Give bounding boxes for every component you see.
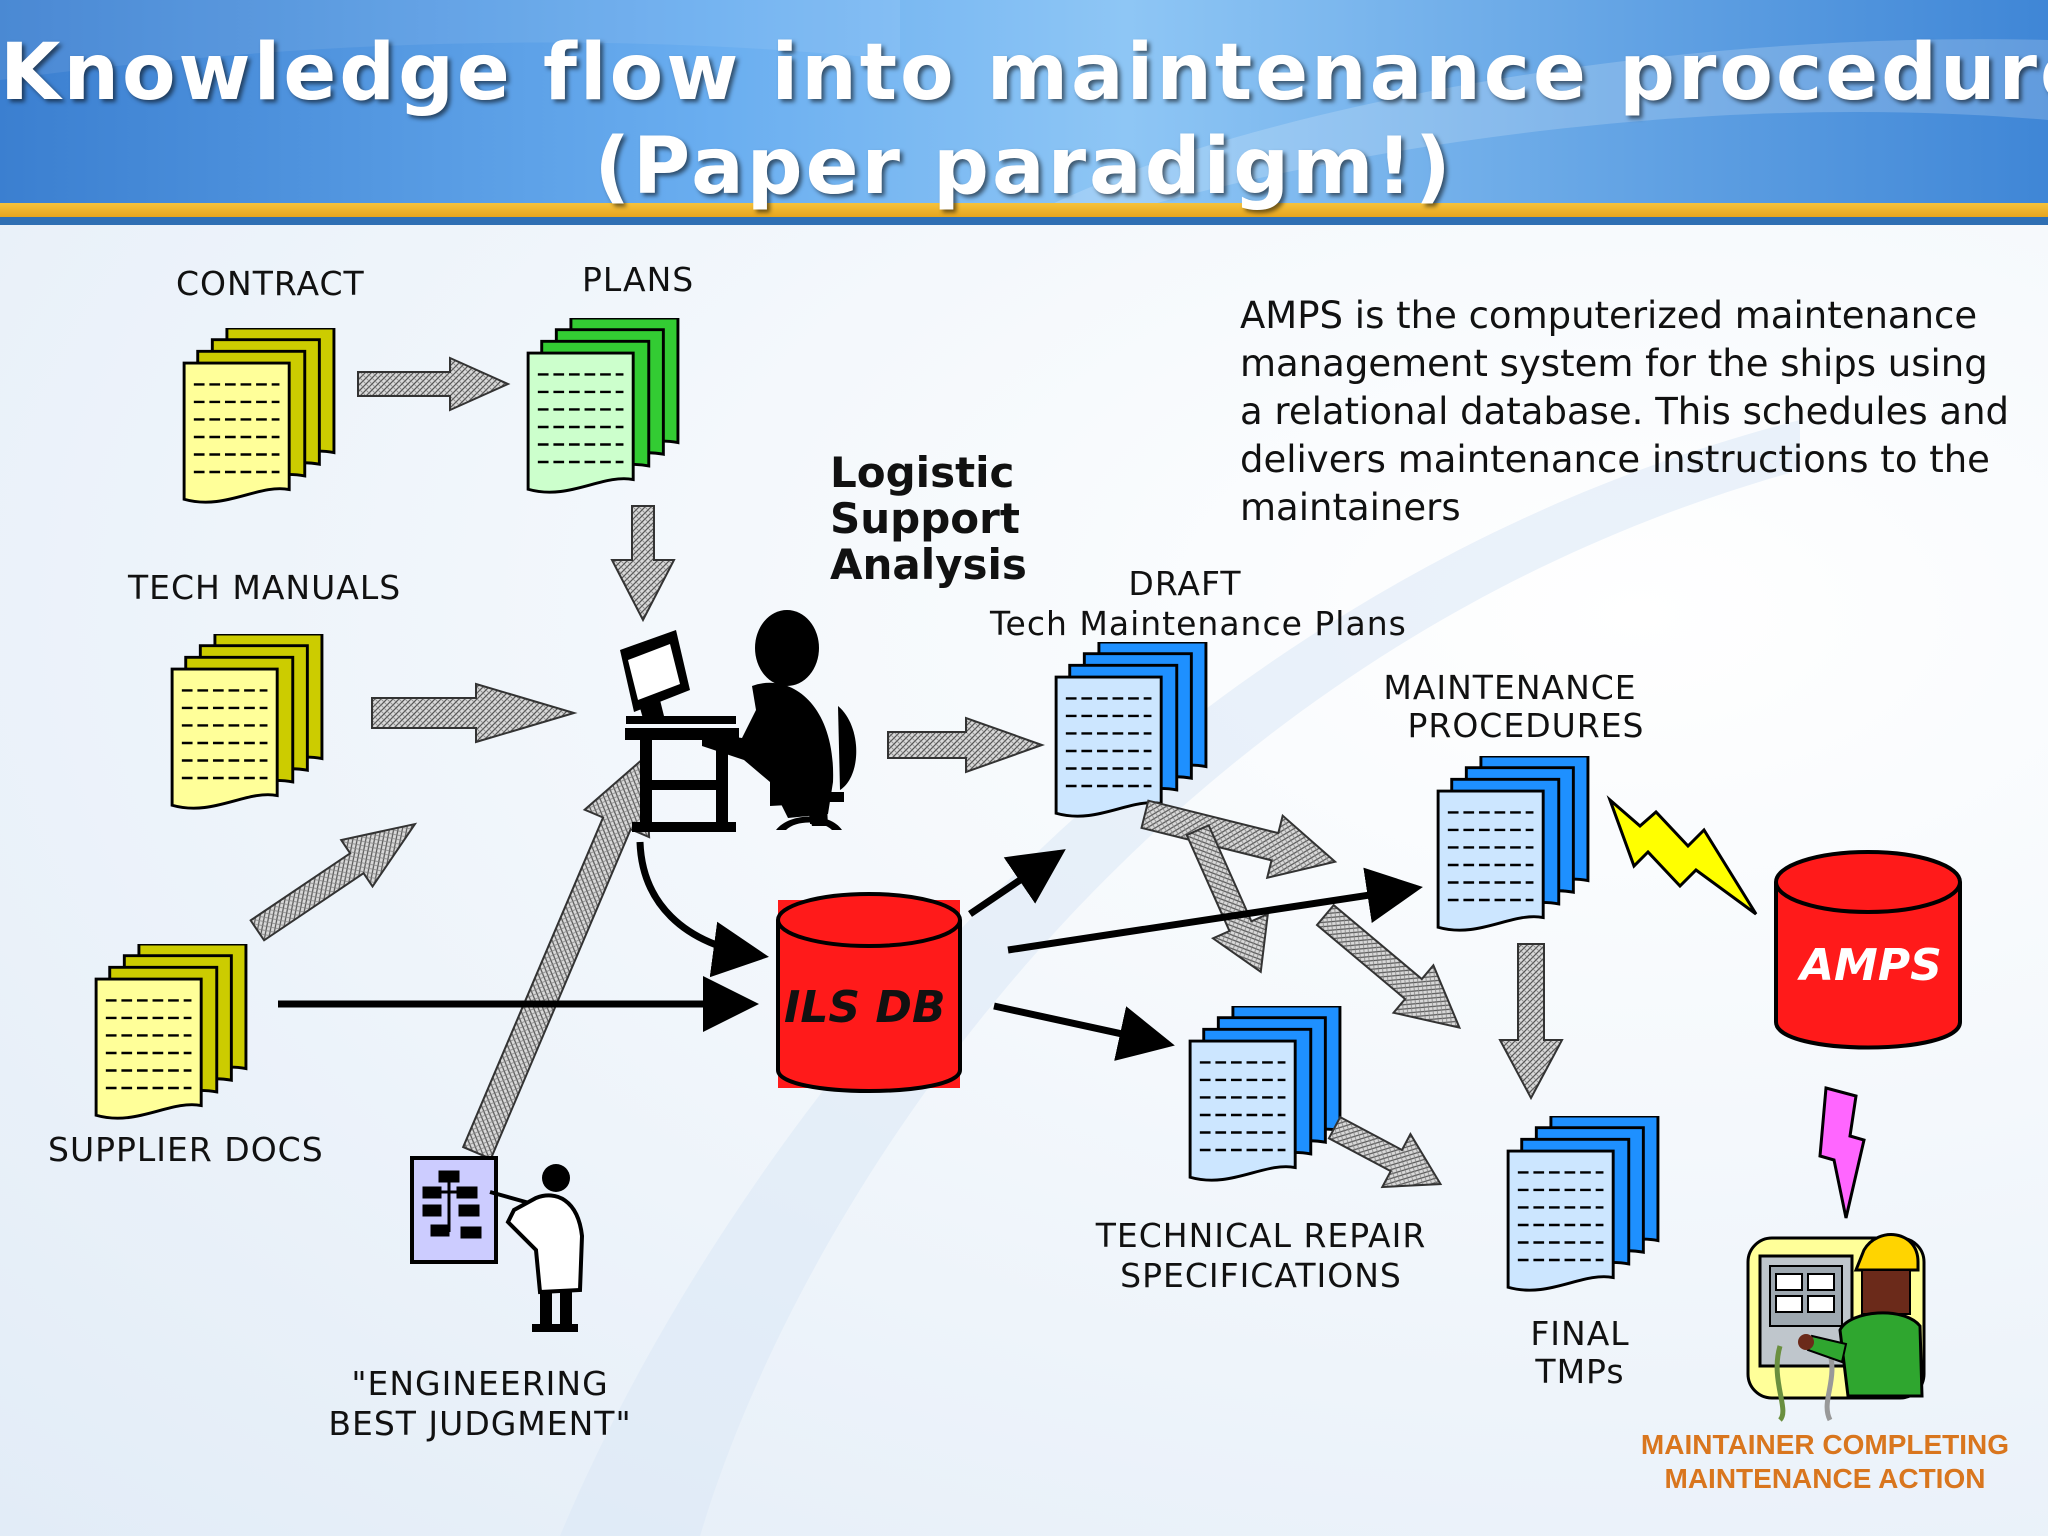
slide-title-line-1: Knowledge flow into maintenance procedur…: [0, 28, 2048, 118]
lsa-line-3: Analysis: [830, 540, 1027, 589]
background-swoosh: [560, 420, 1800, 1536]
draft-label-line-2: Tech Maintenance Plans: [990, 604, 1407, 643]
hatched-flow-arrows: [249, 356, 1564, 1189]
lightning-bolt-icon: [1606, 795, 1758, 916]
lsa-line-1: Logistic: [830, 448, 1015, 497]
maintainer-label: MAINTAINER COMPLETING MAINTENANCE ACTION: [1625, 1428, 2025, 1496]
arrow-ilsdb-to-final: [1315, 903, 1462, 1029]
plans-document-stack: [526, 318, 680, 494]
maintenance-procedures-document-stack: [1436, 756, 1590, 932]
final-tmps-label-line-2: TMPs: [1535, 1352, 1625, 1391]
maintainer-label-line-2: MAINTENANCE ACTION: [1664, 1463, 1986, 1494]
arrow-manuals-to-lsa: [371, 682, 578, 744]
arrow-draft-to-repair: [1185, 824, 1270, 974]
supplier-docs-document-stack: [94, 944, 248, 1120]
engineer-at-chart-icon: [410, 1156, 585, 1332]
arrow-plans-down: [610, 505, 676, 623]
repair-label-line-2: SPECIFICATIONS: [1120, 1256, 1402, 1295]
title-bar-blue-stripe: [0, 217, 2048, 225]
ils-db-label: ILS DB: [784, 982, 946, 1033]
engineering-label-line-2: BEST JUDGMENT": [328, 1404, 632, 1443]
arrow-draft-to-procedures: [1140, 799, 1338, 880]
lightning-bolt-icon: [1818, 1086, 1866, 1219]
title-bar: [0, 0, 2048, 205]
repair-label-line-1: TECHNICAL REPAIR: [1095, 1216, 1427, 1255]
procedures-label-line-2: PROCEDURES: [1407, 706, 1645, 745]
database-flow-arrows: [278, 841, 1423, 1061]
contract-label: CONTRACT: [176, 264, 365, 303]
arrow-ilsdb-to-repair: [993, 1002, 1175, 1061]
plans-label: PLANS: [582, 260, 695, 299]
lsa-line-2: Support: [830, 494, 1020, 543]
contract-document-stack: [182, 328, 336, 504]
technical-repair-specs-document-stack: [1188, 1006, 1342, 1182]
tech-manuals-document-stack: [170, 634, 324, 810]
arrow-ilsdb-to-procedures: [1007, 867, 1423, 954]
maintainer-label-line-1: MAINTAINER COMPLETING: [1640, 1429, 2010, 1460]
title-bar-gold-stripe: [0, 203, 2048, 217]
arrow-lsa-to-draft: [887, 716, 1045, 774]
supplier-docs-label: SUPPLIER DOCS: [48, 1130, 324, 1169]
final-tmps-document-stack: [1506, 1116, 1660, 1292]
amps-label: AMPS: [1800, 940, 1942, 991]
arrow-contract-to-plans: [357, 356, 511, 412]
amps-description: AMPS is the computerized maintenance man…: [1240, 294, 2010, 529]
arrow-ilsdb-to-draft: [968, 849, 1066, 917]
tech-manuals-label: TECH MANUALS: [128, 568, 402, 607]
arrow-procedures-to-final: [1498, 943, 1564, 1101]
person-at-computer-icon: [620, 610, 857, 832]
ils-db-cylinder: [776, 892, 962, 1093]
amps-cylinder: [1774, 850, 1962, 1050]
procedures-label-line-1: MAINTENANCE: [1383, 668, 1637, 707]
draft-label-line-1: DRAFT: [1128, 564, 1242, 603]
final-tmps-label-line-1: FINAL: [1530, 1314, 1630, 1353]
maintainer-at-panel-icon: [1746, 1233, 1926, 1422]
engineering-label-line-1: "ENGINEERING: [351, 1364, 609, 1403]
title-bar-swoosh: [0, 0, 2048, 205]
logistic-support-analysis-label: Logistic Support Analysis: [830, 450, 1027, 588]
arrow-lsa-to-ilsdb: [636, 841, 769, 978]
slide-title-line-2: (Paper paradigm!): [594, 122, 1454, 212]
arrow-repair-to-final: [1327, 1115, 1443, 1189]
arrow-supplier-to-lsa: [249, 822, 418, 942]
